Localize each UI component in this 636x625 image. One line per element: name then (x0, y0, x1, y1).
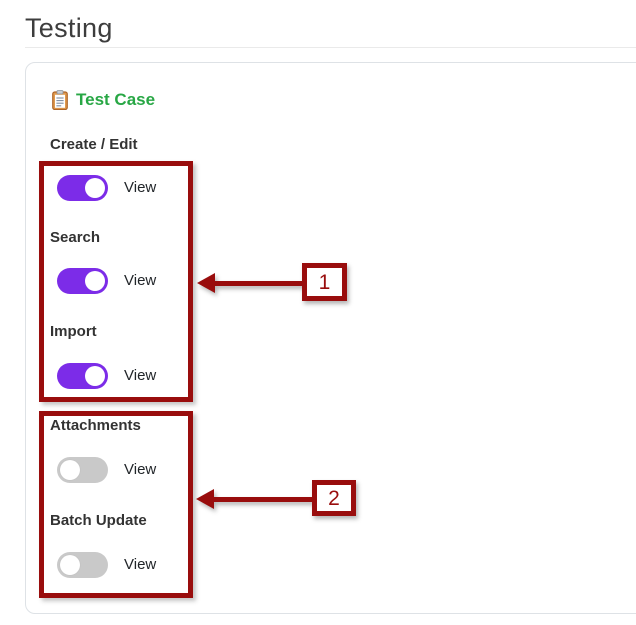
perm-label-attachments: Attachments (50, 417, 141, 434)
card-title: Test Case (76, 90, 156, 109)
arrow-head-icon (197, 273, 215, 293)
toggle-batch-update[interactable] (57, 552, 108, 578)
perm-label-create-edit: Create / Edit (50, 136, 138, 153)
page-title: Testing (25, 13, 113, 43)
annotation-rect-1 (39, 161, 193, 402)
arrow-line (213, 281, 304, 286)
card-header: Test Case (52, 90, 155, 110)
title-divider (25, 47, 636, 48)
perm-label-search: Search (50, 229, 101, 246)
annotation-number-box-2: 2 (312, 480, 356, 516)
toggle-view-label: View (124, 556, 157, 573)
toggle-view-label: View (124, 367, 157, 384)
arrow-head-icon (196, 489, 214, 509)
arrow-line (212, 497, 314, 502)
toggle-create-edit[interactable] (57, 175, 108, 201)
test-case-card (25, 62, 636, 614)
perm-label-batch-update: Batch Update (50, 512, 147, 529)
annotation-rect-2 (39, 411, 193, 598)
clipboard-icon (52, 90, 68, 110)
toggle-view-label: View (124, 272, 157, 289)
toggle-view-label: View (124, 461, 157, 478)
toggle-import[interactable] (57, 363, 108, 389)
perm-label-import: Import (50, 323, 97, 340)
toggle-attachments[interactable] (57, 457, 108, 483)
toggle-view-label: View (124, 179, 157, 196)
annotation-number-box-1: 1 (302, 263, 347, 301)
toggle-search[interactable] (57, 268, 108, 294)
